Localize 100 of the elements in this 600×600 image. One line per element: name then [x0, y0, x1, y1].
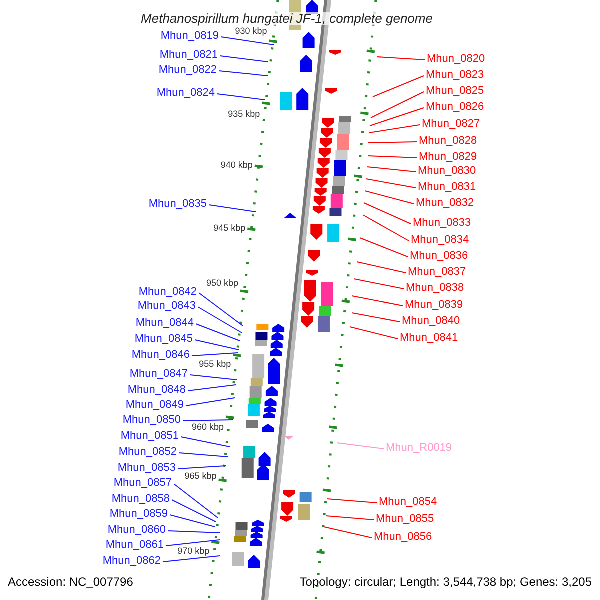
- gene-label: Mhun_0825: [426, 86, 484, 97]
- leader-line: [178, 466, 226, 470]
- leader-line: [354, 278, 404, 290]
- gene-label: Mhun_0827: [422, 119, 480, 130]
- gene-label: Mhun_0837: [408, 267, 466, 278]
- gene-label: Mhun_0856: [374, 532, 432, 543]
- gene-label: Mhun_0834: [411, 235, 470, 246]
- leader-line: [350, 326, 398, 340]
- leader-line: [352, 296, 404, 306]
- leader-line: [192, 352, 238, 356]
- gene-label: Mhun_0857: [114, 478, 172, 489]
- gene-label: Mhun_0862: [102, 556, 161, 567]
- leader-line: [172, 500, 216, 522]
- gene-label: Mhun_0852: [118, 447, 177, 458]
- leader-line: [216, 94, 266, 100]
- leader-line: [178, 452, 228, 458]
- gene-label: Mhun_0851: [120, 431, 179, 442]
- scale-label: 955 kbp: [199, 360, 232, 369]
- scale-label: 935 kbp: [228, 110, 260, 119]
- gene-label: Mhun_0822: [158, 65, 217, 76]
- gene-label: Mhun_0847: [130, 369, 188, 380]
- gene-label: Mhun_0850: [122, 415, 181, 426]
- leader-line: [336, 442, 384, 450]
- leader-line: [174, 484, 218, 518]
- gene-label: Mhun_0860: [108, 525, 166, 536]
- leader-line: [366, 178, 416, 188]
- leader-line: [324, 526, 372, 538]
- gene-label: Mhun_0826: [426, 102, 484, 113]
- gene-label: Mhun_0843: [138, 301, 196, 312]
- leader-line: [170, 514, 216, 528]
- scale-label: 940 kbp: [220, 161, 253, 170]
- gene-label: Mhun_0820: [427, 54, 486, 65]
- gene-label: Mhun_0854: [379, 497, 438, 508]
- leader-line: [370, 108, 424, 126]
- leader-line: [360, 238, 408, 258]
- leader-line: [370, 92, 424, 118]
- leader-line: [180, 436, 230, 448]
- leader-line: [352, 312, 400, 322]
- leader-line: [186, 398, 236, 406]
- gene-label: Mhun_0824: [156, 88, 215, 99]
- leader-line: [356, 262, 406, 274]
- leader-line: [198, 292, 244, 326]
- gene-label: Mhun_0839: [405, 300, 464, 311]
- leader-line: [166, 540, 220, 546]
- leader-line: [220, 56, 268, 62]
- gene-label: Mhun_0828: [419, 136, 478, 147]
- scale-label: 930 kbp: [235, 27, 268, 36]
- leader-line: [188, 384, 236, 392]
- gene-label: Mhun_0835: [148, 199, 207, 210]
- leader-line: [194, 340, 240, 350]
- scale-label: 960 kbp: [192, 423, 224, 432]
- gene-label: Mhun_0841: [400, 333, 458, 344]
- gene-label: Mhun_0844: [136, 318, 194, 329]
- leader-line: [182, 420, 234, 422]
- leader-line: [190, 374, 238, 380]
- leader-line: [372, 76, 424, 98]
- gene-label: Mhun_0830: [418, 166, 476, 177]
- leader-line: [168, 530, 220, 534]
- leader-line: [376, 56, 426, 60]
- gene-label: Mhun_0848: [128, 385, 186, 396]
- gene-label: Mhun_0845: [134, 334, 193, 345]
- gene-label: Mhun_0861: [106, 540, 164, 551]
- gene-label: Mhun_0859: [110, 509, 168, 520]
- gene-label: Mhun_0858: [112, 494, 170, 505]
- gene-label: Mhun_0846: [132, 350, 190, 361]
- leader-line: [208, 204, 256, 212]
- scale-label: 945 kbp: [214, 224, 246, 233]
- accession-text: Accession: NC_007796: [8, 576, 134, 588]
- leader-line: [368, 156, 418, 158]
- leader-line: [368, 142, 418, 144]
- gene-label: Mhun_0855: [376, 514, 434, 525]
- leader-line: [364, 190, 414, 204]
- gene-label: Mhun_0853: [118, 463, 176, 474]
- gene-label: Mhun_0836: [410, 251, 468, 262]
- leader-line: [368, 124, 420, 134]
- gene-label: Mhun_0849: [126, 400, 184, 411]
- gene-label: Mhun_0821: [160, 50, 218, 61]
- scale-label: 965 kbp: [184, 472, 217, 481]
- gene-label: Mhun_R0019: [386, 443, 452, 454]
- gene-label: Mhun_0823: [426, 70, 484, 81]
- scale-label: 950 kbp: [206, 279, 239, 288]
- leader-line: [162, 556, 220, 562]
- leader-line: [326, 516, 374, 520]
- leader-line: [362, 214, 410, 242]
- gene-label: Mhun_0840: [402, 316, 460, 327]
- gene-label: Mhun_0832: [416, 198, 474, 209]
- leader-line: [364, 202, 412, 224]
- scale-label: 970 kbp: [178, 547, 210, 556]
- leader-line: [326, 498, 378, 504]
- leader-line: [218, 70, 268, 76]
- gene-label: Mhun_0842: [138, 287, 197, 298]
- genome-info-text: Topology: circular; Length: 3,544,738 bp; Genes: 3,205: [300, 576, 592, 588]
- leader-line: [366, 166, 416, 172]
- gene-label: Mhun_0838: [406, 283, 464, 294]
- gene-label: Mhun_0829: [419, 152, 478, 163]
- gene-label: Mhun_0833: [413, 218, 472, 229]
- gene-label: Mhun_0819: [160, 31, 219, 42]
- gene-label: Mhun_0831: [418, 182, 476, 193]
- leader-line: [196, 324, 240, 342]
- leader-line: [220, 36, 274, 46]
